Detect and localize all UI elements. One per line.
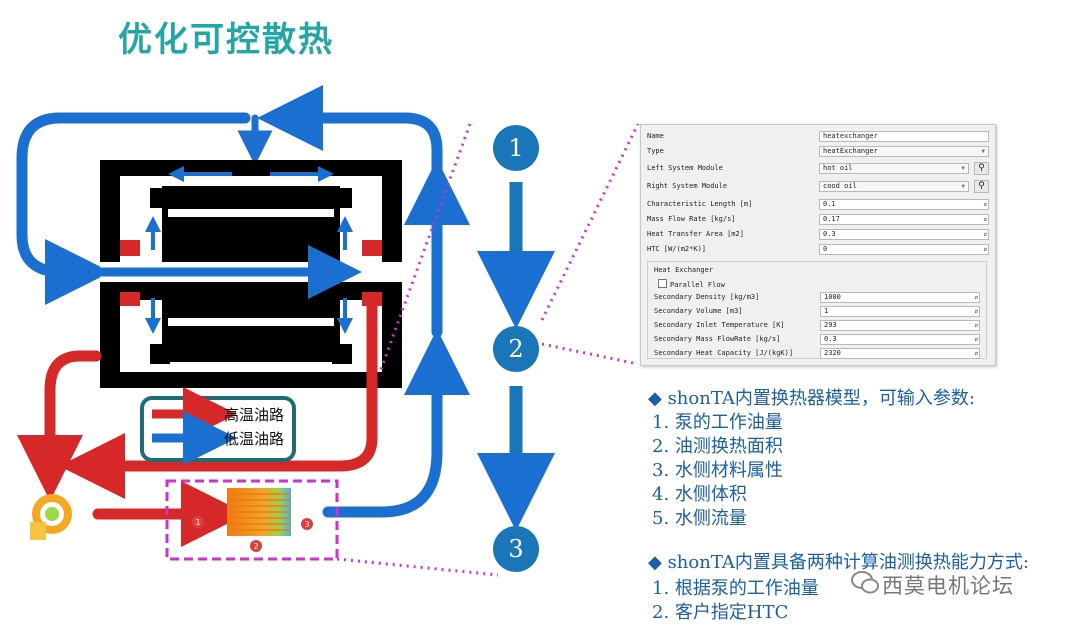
secondary-mass-flowrate-spinbox[interactable]: 0.3 ⇵	[820, 334, 980, 345]
param-label: Type	[647, 147, 664, 155]
secondary-volume-spinbox[interactable]: 1⇵	[820, 306, 980, 317]
section1-item: 2. 油测换热面积	[652, 436, 783, 457]
param-row-left-system: Left System Module hot oil ▼ ⚲	[647, 162, 989, 175]
chevron-down-icon: ▼	[981, 148, 985, 155]
param-label: Heat Transfer Area [m2]	[647, 230, 744, 238]
page-title: 优化可控散热	[118, 20, 334, 60]
param-label: Left System Module	[647, 164, 723, 172]
type-select[interactable]: heatExchanger ▼	[819, 146, 989, 157]
section1-heading: ◆ shonTA内置换热器模型，可输入参数:	[648, 388, 975, 409]
param-label: Mass Flow Rate [kg/s]	[647, 215, 736, 223]
spin-value: 2320	[824, 349, 841, 357]
secondary-inlet-temp-spinbox[interactable]: 293 ⇵	[820, 320, 980, 331]
group-row-heat-capacity: Secondary Heat Capacity [J/(kgK)] 2320 ⇵	[654, 348, 980, 360]
spinner-icon[interactable]: ⇵	[983, 246, 987, 253]
spin-value: 0	[823, 245, 828, 253]
group-row-mass-flowrate: Secondary Mass FlowRate [kg/s] 0.3 ⇵	[654, 334, 980, 346]
section1-item: 1. 泵的工作油量	[652, 412, 783, 433]
group-row-density: Secondary Density [kg/m3] 1000 ⇵	[654, 292, 980, 304]
secondary-density-spinbox[interactable]: 1000 ⇵	[820, 292, 980, 303]
param-label: Secondary Heat Capacity [J/(kgK)]	[654, 349, 794, 357]
circuit-marker-3: 3	[301, 518, 313, 530]
left-system-select[interactable]: hot oil ▼	[819, 163, 969, 174]
spin-value: 1	[824, 307, 829, 315]
param-label: Secondary Density [kg/m3]	[654, 293, 760, 301]
spinner-icon[interactable]: ⇵	[974, 336, 978, 343]
param-label: Characteristic Length [m]	[647, 200, 753, 208]
spinner-icon[interactable]: ⇵	[974, 350, 978, 357]
right-system-value: cood oil	[823, 182, 857, 190]
spinner-icon[interactable]: ⇵	[983, 216, 987, 223]
param-row-heat-area: Heat Transfer Area [m2] 0.3 ⇵	[647, 229, 989, 241]
htc-spinbox[interactable]: 0⇵	[819, 244, 989, 255]
spin-value: 293	[824, 321, 837, 329]
spin-value: 0.1	[823, 200, 836, 208]
param-label: Secondary Volume [m3]	[654, 307, 743, 315]
watermark-text: 西莫电机论坛	[882, 574, 1014, 598]
step-1-circle: 1	[493, 125, 539, 171]
section1-item: 4. 水侧体积	[652, 484, 747, 505]
spinner-icon[interactable]: ⇵	[974, 322, 978, 329]
section2-item: 2. 客户指定HTC	[652, 602, 789, 623]
param-row-mass-flow: Mass Flow Rate [kg/s] 0.17 ⇵	[647, 214, 989, 226]
section1-item: 3. 水侧材料属性	[652, 460, 783, 481]
param-row-htc: HTC [W/(m2*K)] 0⇵	[647, 244, 989, 256]
param-row-name: Name heatexchanger	[647, 131, 989, 143]
search-icon[interactable]: ⚲	[974, 180, 989, 193]
legend-high-temp-label: 高温油路	[224, 406, 285, 424]
type-select-value: heatExchanger	[823, 147, 878, 155]
param-row-char-length: Characteristic Length [m] 0.1 ⇵	[647, 199, 989, 211]
search-icon[interactable]: ⚲	[974, 162, 989, 175]
heat-exchanger-parameter-panel: Name heatexchanger Type heatExchanger ▼ L…	[640, 124, 996, 366]
param-row-type: Type heatExchanger ▼	[647, 146, 989, 158]
step-2-circle: 2	[493, 326, 539, 372]
section2-heading: ◆ shonTA内置具备两种计算油测换热能力方式:	[648, 552, 1029, 573]
group-title: Heat Exchanger	[654, 266, 714, 274]
right-system-select[interactable]: cood oil ▼	[819, 181, 969, 192]
param-label: Right System Module	[647, 182, 728, 190]
chevron-down-icon: ▼	[961, 165, 965, 172]
high-temp-oil-loop	[17, 294, 378, 547]
checkbox-icon[interactable]	[658, 279, 667, 288]
spinner-icon[interactable]: ⇵	[983, 201, 987, 208]
low-temp-oil-loop	[16, 85, 470, 518]
zoom-lines	[336, 123, 640, 577]
param-row-right-system: Right System Module cood oil ▼ ⚲	[647, 180, 989, 193]
spinner-icon[interactable]: ⇵	[974, 308, 978, 315]
mass-flow-rate-spinbox[interactable]: 0.17 ⇵	[819, 214, 989, 225]
section2-item: 1. 根据泵的工作油量	[652, 578, 819, 599]
circuit-marker-1: 1	[192, 516, 204, 528]
left-system-value: hot oil	[823, 164, 853, 172]
section1-item: 5. 水侧流量	[652, 508, 747, 529]
circuit-marker-2: 2	[250, 540, 262, 552]
spin-value: 0.3	[823, 230, 836, 238]
step-3-circle: 3	[493, 526, 539, 572]
name-field[interactable]: heatexchanger	[819, 131, 989, 142]
chevron-down-icon: ▼	[961, 183, 965, 190]
secondary-heat-capacity-spinbox[interactable]: 2320 ⇵	[820, 348, 980, 359]
group-row-inlet-temp: Secondary Inlet Temperature [K] 293 ⇵	[654, 320, 980, 332]
parallel-flow-checkbox[interactable]: Parallel Flow	[658, 279, 725, 289]
param-label: Secondary Mass FlowRate [kg/s]	[654, 335, 781, 343]
spin-value: 1000	[824, 293, 841, 301]
heat-exchanger-group: Heat Exchanger Parallel Flow Secondary D…	[647, 261, 987, 359]
wechat-icon	[851, 571, 879, 594]
motor-cross-section	[95, 160, 402, 388]
param-label: HTC [W/(m2*K)]	[647, 245, 707, 253]
legend-low-temp-label: 低温油路	[224, 430, 285, 448]
param-label: Secondary Inlet Temperature [K]	[654, 321, 785, 329]
characteristic-length-spinbox[interactable]: 0.1 ⇵	[819, 199, 989, 210]
spin-value: 0.3	[824, 335, 837, 343]
group-row-volume: Secondary Volume [m3] 1⇵	[654, 306, 980, 318]
heat-exchanger-highlight-box	[165, 479, 339, 561]
param-label: Name	[647, 132, 664, 140]
heat-exchanger-icon	[227, 488, 291, 536]
parallel-flow-label: Parallel Flow	[670, 281, 725, 289]
pump-icon	[30, 494, 72, 540]
spin-value: 0.17	[823, 215, 840, 223]
spinner-icon[interactable]: ⇵	[983, 231, 987, 238]
heat-transfer-area-spinbox[interactable]: 0.3 ⇵	[819, 229, 989, 240]
spinner-icon[interactable]: ⇵	[974, 294, 978, 301]
